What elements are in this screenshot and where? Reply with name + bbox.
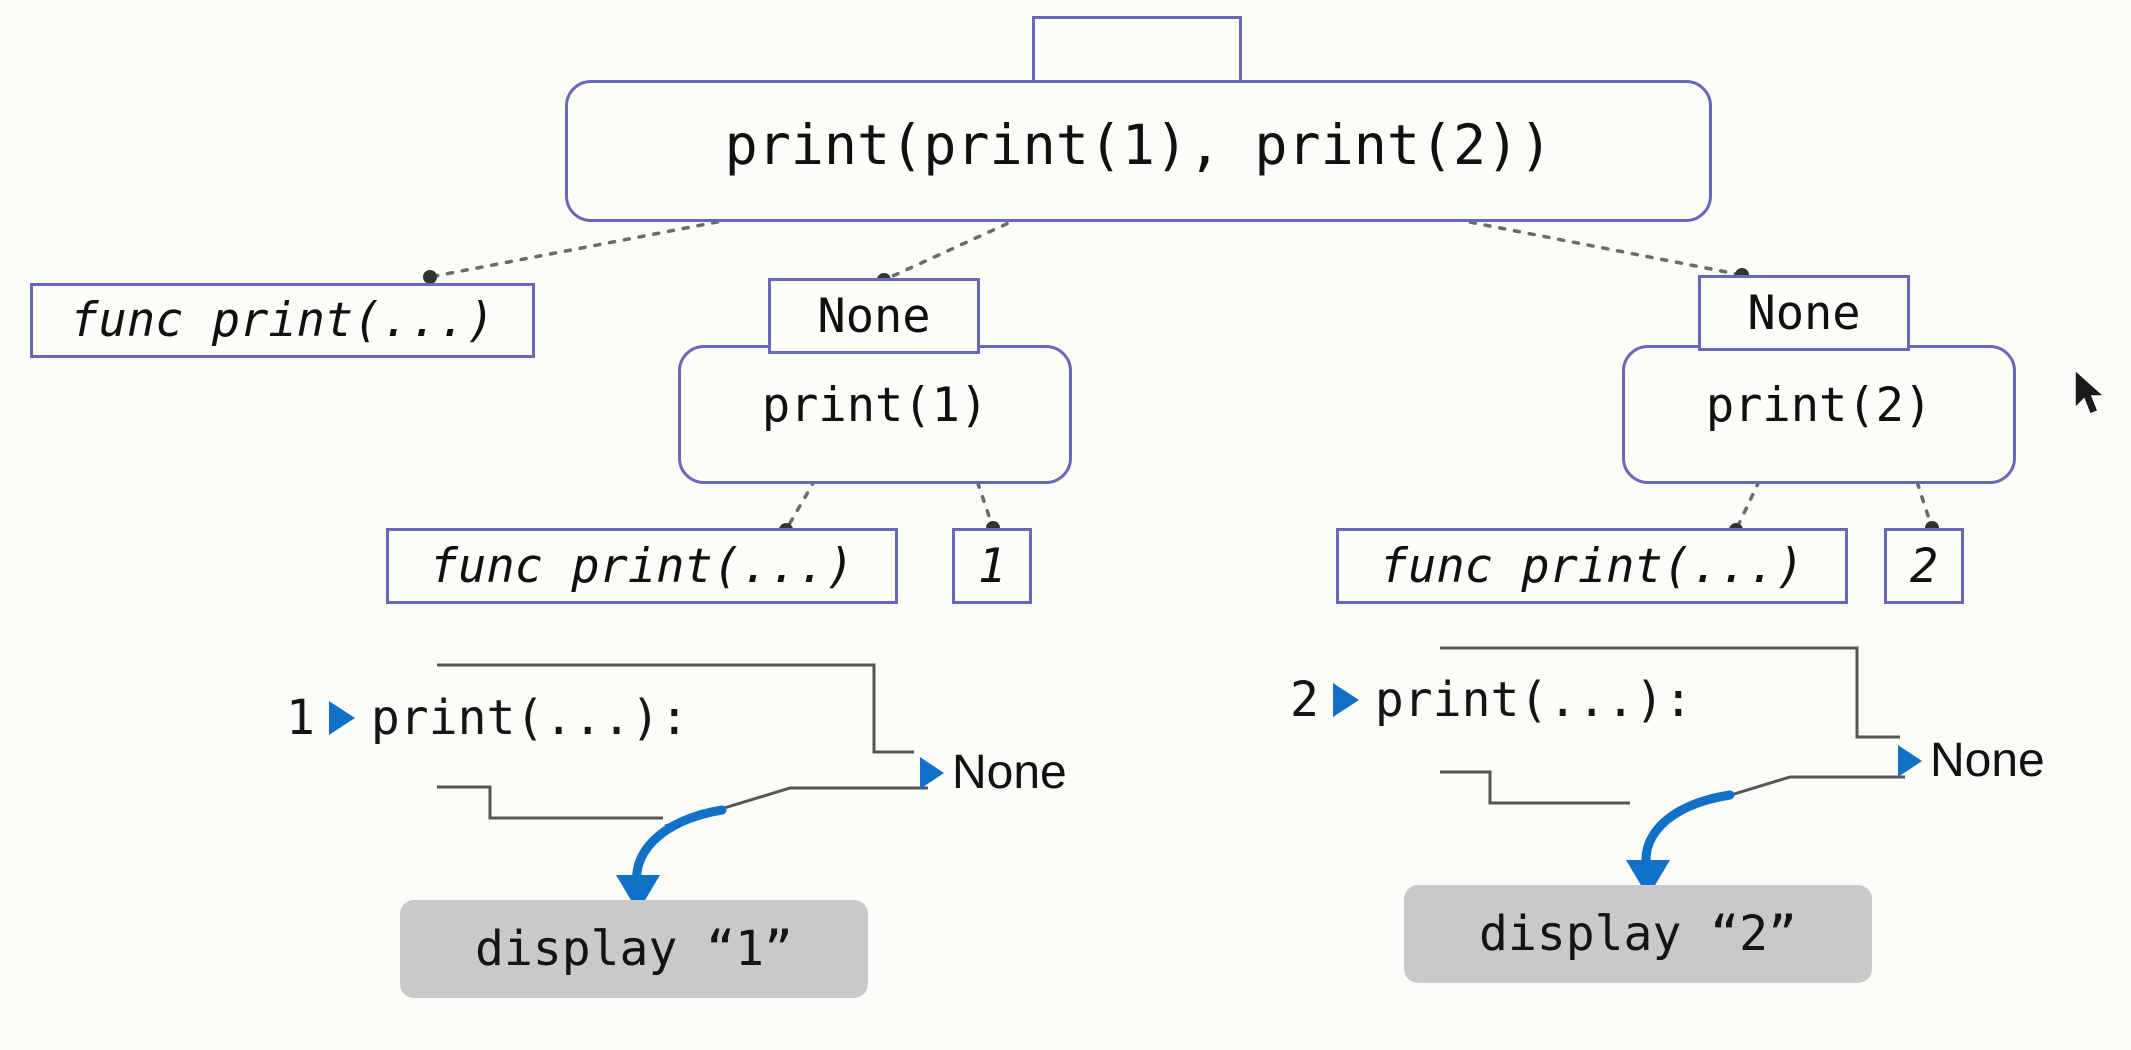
- root-func-print-box[interactable]: func print(...): [30, 283, 535, 358]
- right-step-number: 2: [1290, 672, 1319, 728]
- right-func-print-box[interactable]: func print(...): [1336, 528, 1848, 604]
- left-result-triangle-icon: [920, 756, 944, 789]
- right-literal-box[interactable]: 2: [1884, 528, 1964, 604]
- left-trace-row: 1 print(...):: [286, 690, 689, 746]
- right-none-leader: [1671, 775, 1905, 815]
- left-print-call-box[interactable]: print(1): [678, 345, 1072, 484]
- right-display-box[interactable]: display “2”: [1404, 885, 1872, 983]
- left-none-box[interactable]: None: [768, 278, 980, 354]
- right-result-triangle-icon: [1898, 744, 1922, 777]
- root-connector-endpoints: [423, 268, 1749, 287]
- left-result-label: None: [952, 746, 1067, 799]
- left-curved-arrow-icon: [632, 805, 727, 893]
- mouse-cursor-icon: [2074, 368, 2106, 415]
- root-expression-box[interactable]: print(print(1), print(2)): [565, 80, 1712, 222]
- right-result-label: None: [1930, 734, 2045, 787]
- left-play-triangle-icon[interactable]: [328, 701, 355, 735]
- left-func-print-box[interactable]: func print(...): [386, 528, 898, 604]
- right-none-box[interactable]: None: [1698, 275, 1910, 351]
- right-trace-result: None: [1898, 733, 2045, 788]
- left-literal-box[interactable]: 1: [952, 528, 1032, 604]
- right-play-triangle-icon[interactable]: [1332, 683, 1359, 717]
- right-trace-row: 2 print(...):: [1290, 672, 1693, 728]
- right-curved-arrow-icon: [1641, 790, 1735, 878]
- left-trace-call-label: print(...):: [370, 690, 689, 746]
- left-step-number: 1: [286, 690, 315, 746]
- left-none-leader: [664, 786, 928, 828]
- right-print-call-box[interactable]: print(2): [1622, 345, 2016, 484]
- left-trace-result: None: [920, 745, 1067, 800]
- right-trace-call-label: print(...):: [1374, 672, 1693, 728]
- left-display-box[interactable]: display “1”: [400, 900, 868, 998]
